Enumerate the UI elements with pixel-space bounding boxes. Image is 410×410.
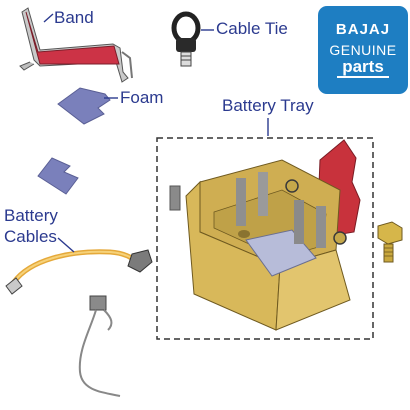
sensor-wire-icon [78, 295, 121, 397]
band-leader-line [43, 13, 54, 23]
battery-tray-frame [156, 137, 374, 340]
band-label: Band [54, 8, 94, 27]
logo-underline [337, 76, 389, 78]
cable-tie-label: Cable Tie [216, 19, 288, 38]
bolt-icon [377, 221, 403, 263]
battery-tray-label: Battery Tray [222, 96, 314, 115]
battery-tray-icon [169, 139, 361, 331]
logo-genuine: GENUINE [329, 42, 397, 58]
foam-label: Foam [120, 88, 164, 107]
band-icon [19, 7, 133, 83]
bajaj-genuine-parts-logo: BAJAJ GENUINE parts [318, 6, 408, 94]
battery-cables-label: Battery Cables [4, 205, 58, 248]
logo-brand: BAJAJ [335, 21, 391, 38]
battery-cables-label-line2: Cables [4, 227, 57, 247]
battery-cables-label-line1: Battery [4, 206, 58, 225]
logo-parts: parts [342, 57, 384, 76]
battery-cable-icon [5, 249, 153, 295]
foam-pad-icon [37, 157, 79, 195]
battery-cables-leader-line [57, 237, 75, 253]
foam-pad-icon [57, 87, 111, 125]
cable-tie-icon [171, 11, 201, 67]
